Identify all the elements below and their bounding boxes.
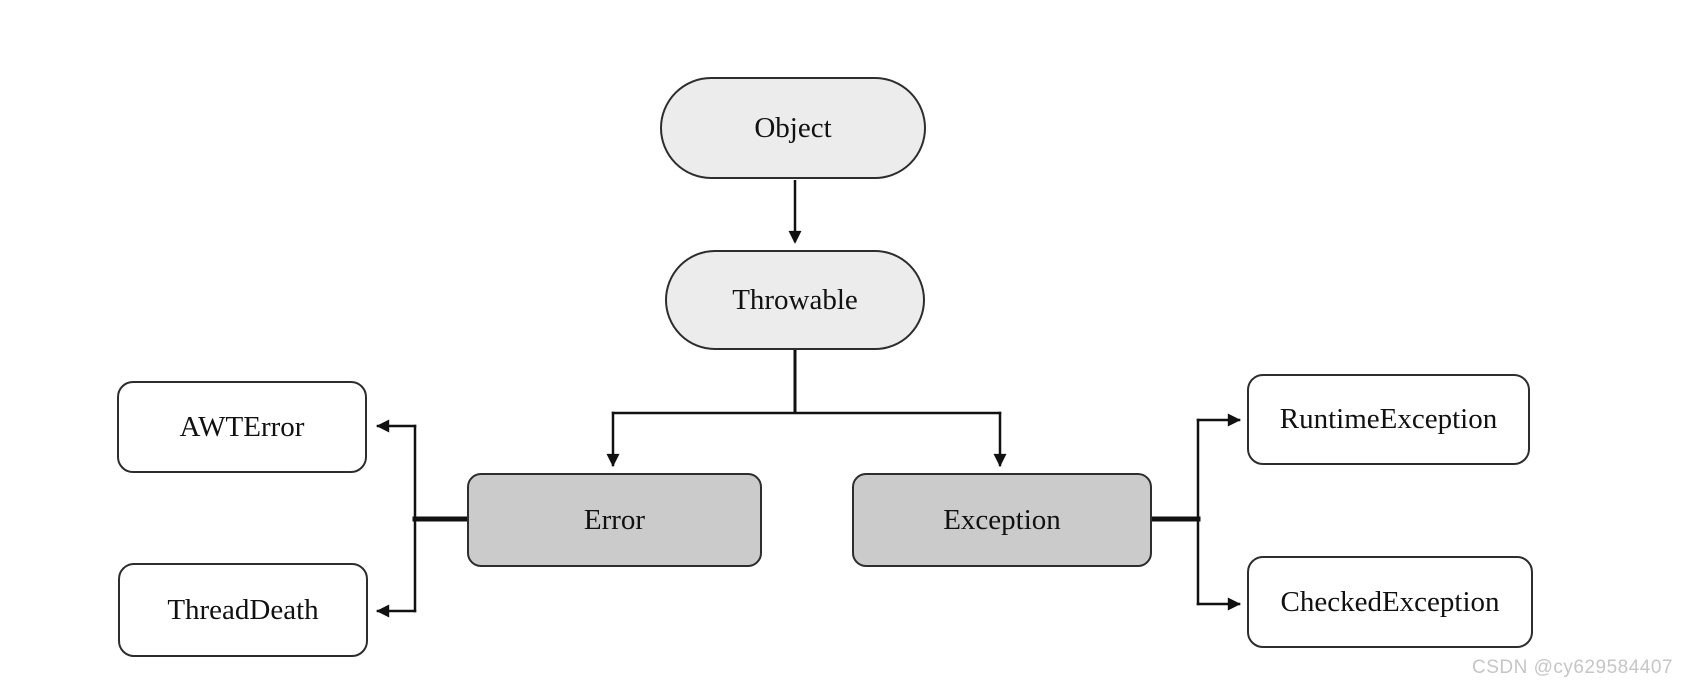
node-error: Error <box>467 473 762 567</box>
node-awterror-label: AWTError <box>179 410 305 443</box>
node-runtimeexception: RuntimeException <box>1247 374 1530 465</box>
node-threaddeath: ThreadDeath <box>118 563 368 657</box>
node-checkedexception-label: CheckedException <box>1280 585 1500 618</box>
node-exception-label: Exception <box>943 503 1061 536</box>
node-runtimeexception-label: RuntimeException <box>1279 403 1498 435</box>
node-threaddeath-label: ThreadDeath <box>167 593 319 626</box>
node-exception: Exception <box>852 473 1152 567</box>
node-error-label: Error <box>583 503 646 536</box>
node-throwable: Throwable <box>665 250 925 350</box>
node-object-label: Object <box>754 111 832 144</box>
node-checkedexception: CheckedException <box>1247 556 1533 648</box>
csdn-watermark: CSDN @cy629584407 <box>1471 657 1673 678</box>
node-awterror: AWTError <box>117 381 367 473</box>
node-object: Object <box>660 77 926 179</box>
node-throwable-label: Throwable <box>732 283 858 316</box>
